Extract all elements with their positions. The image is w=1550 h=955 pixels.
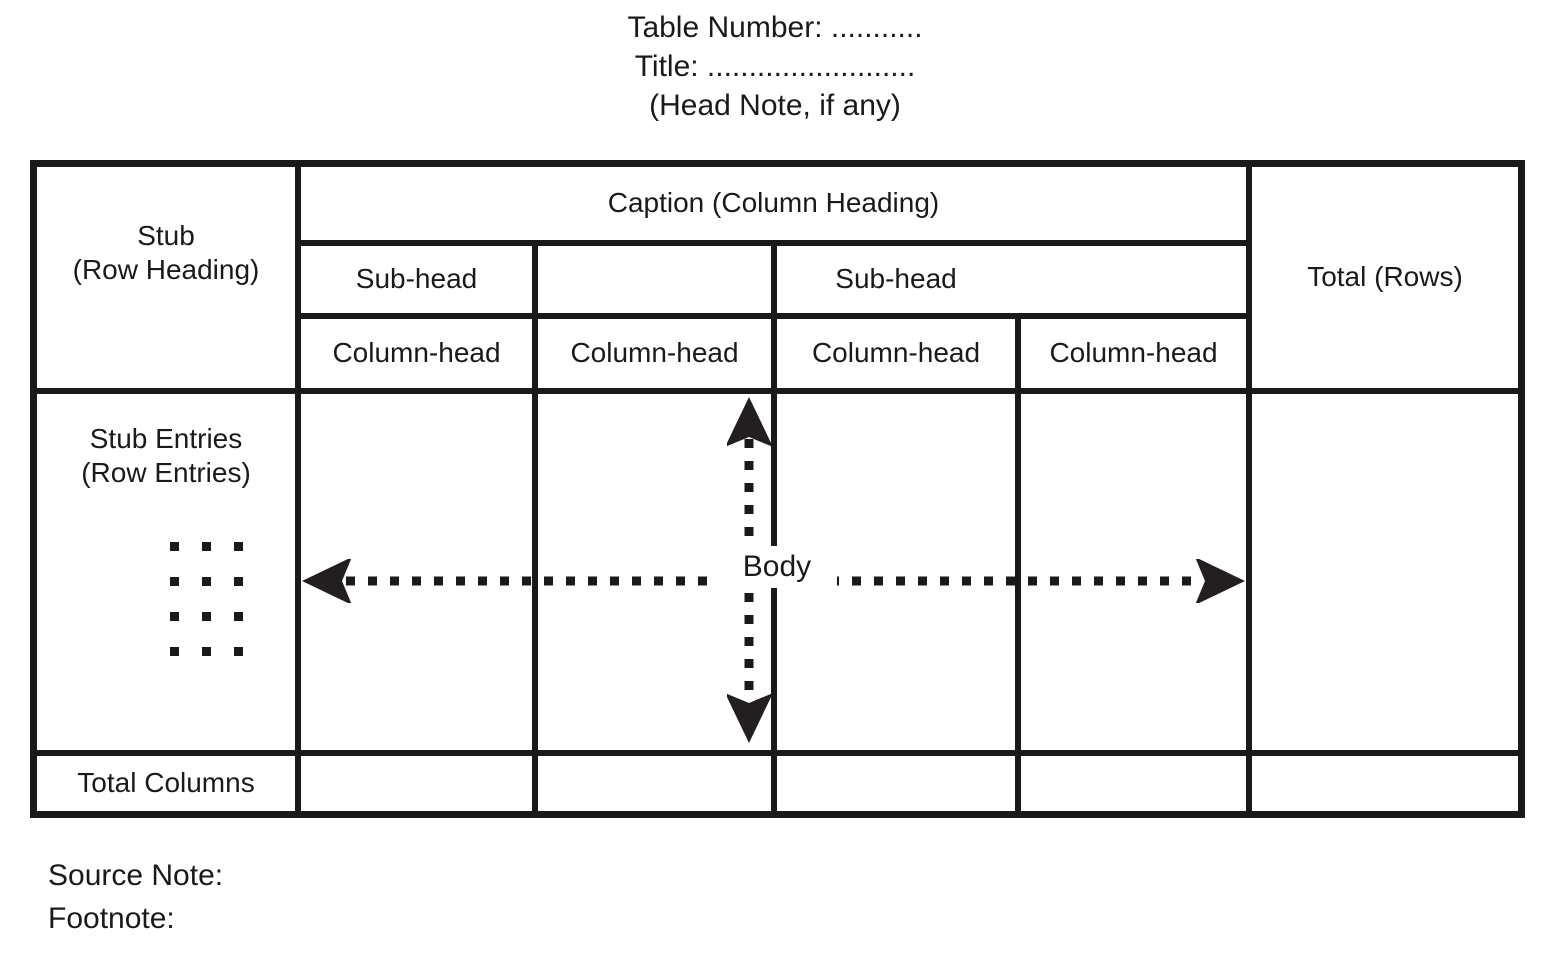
dot [233,647,243,656]
dot [201,647,211,656]
column-head-cell-3: Column-head [811,337,981,369]
table-title-line: Title: ......................... [634,50,916,83]
source-note-label: Source Note: [48,859,224,892]
total-columns-value-3 [777,756,1015,811]
total-rows-cell: Total (Rows) [1307,261,1463,293]
head-note-line: (Head Note, if any) [649,89,901,122]
column-head-cell-2: Column-head [570,337,739,369]
rule-col3-right [1015,313,1021,811]
stub-entries-line-1: Stub Entries [89,423,243,454]
footnote-label: Footnote: [48,901,175,935]
rule-col4-right [1246,167,1252,811]
rule-stub-right [295,167,301,811]
dot [201,542,211,551]
total-columns-value-2 [538,756,771,811]
table-header-block: Table Number: ........... Title: .......… [0,8,1550,125]
total-columns-cell: Total Columns [77,767,255,799]
dot [233,612,243,621]
table-notes-block: Source Note: Footnote: [48,855,223,940]
body-width-arrow-horizontal [302,559,1245,603]
column-head-cell-4: Column-head [1049,337,1218,369]
column-head-cell-1: Column-head [332,337,501,369]
dot [169,577,179,586]
rule-caption-bottom [295,240,1246,246]
subhead-cell-1: Sub-head [355,263,478,295]
table-number-line: Table Number: ........... [627,11,923,44]
rule-col2-right-lower [771,588,777,811]
dot [233,577,243,586]
table-skeleton: Stub (Row Heading) Caption (Column Headi… [30,160,1525,818]
stub-heading-line-2: (Row Heading) [72,254,260,286]
rule-col1-right [532,240,538,811]
total-columns-value-4 [1021,756,1246,811]
rule-subhead-bottom [295,313,1246,319]
stub-heading-cell: Stub (Row Heading) [37,167,295,388]
body-label: Body [717,546,837,588]
body-height-arrow-vertical [727,397,771,743]
rule-header-bottom [37,388,1518,394]
rule-body-bottom [37,750,1518,756]
caption-cell: Caption (Column Heading) [607,187,940,219]
stub-entries-cell: Stub Entries (Row Entries) [37,394,295,750]
dot [169,612,179,621]
dot [233,542,243,551]
total-columns-value-total [1252,756,1518,811]
stub-heading-line-1: Stub [137,220,195,251]
stub-entry-dots [158,529,254,669]
dot [169,647,179,656]
dot [201,612,211,621]
dot [169,542,179,551]
body-cell-total [1252,394,1518,750]
total-columns-value-1 [301,756,532,811]
stub-entries-line-2: (Row Entries) [81,457,251,489]
dot [201,577,211,586]
subhead-cell-2: Sub-head [835,263,957,295]
